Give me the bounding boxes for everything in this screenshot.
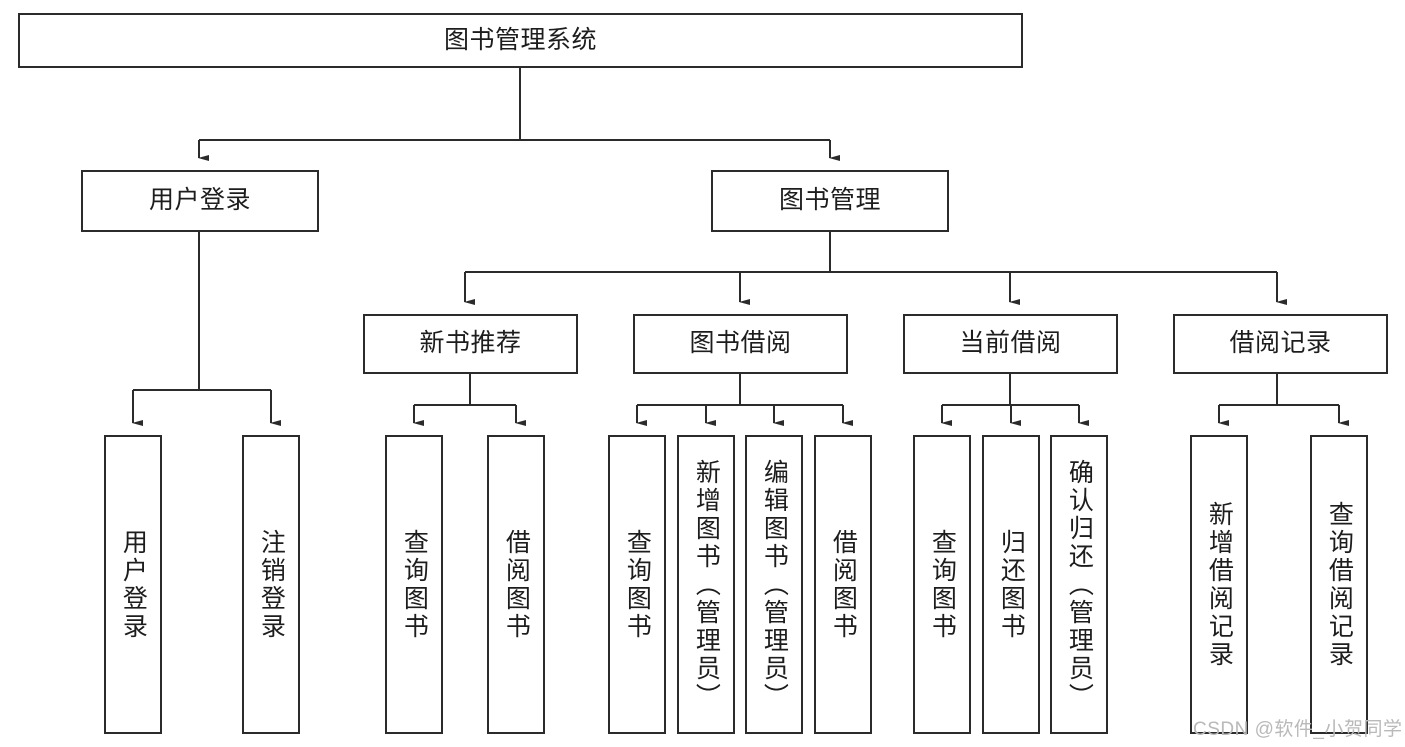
node-label: 图书借阅 — [689, 329, 792, 358]
node-label: 确认归还（管理员） — [1065, 458, 1094, 711]
node-label: 注销登录 — [257, 528, 286, 641]
node-label: 图书管理系统 — [443, 25, 597, 54]
leaf-user-login[interactable]: 用户登录 — [104, 435, 162, 734]
node-label: 图书管理 — [778, 186, 881, 215]
leaf-borrow-borrow-book[interactable]: 借阅图书 — [814, 435, 872, 734]
node-root-system[interactable]: 图书管理系统 — [18, 13, 1023, 68]
node-label: 用户登录 — [148, 186, 251, 215]
leaf-user-logout[interactable]: 注销登录 — [242, 435, 300, 734]
node-label: 借阅图书 — [829, 528, 858, 641]
leaf-current-return-book[interactable]: 归还图书 — [982, 435, 1040, 734]
leaf-recommend-query-book[interactable]: 查询图书 — [385, 435, 443, 734]
leaf-recommend-borrow-book[interactable]: 借阅图书 — [487, 435, 545, 734]
leaf-record-add-borrow-record[interactable]: 新增借阅记录 — [1190, 435, 1248, 734]
node-label: 新增图书（管理员） — [692, 458, 721, 711]
node-book-borrow[interactable]: 图书借阅 — [633, 314, 848, 374]
leaf-borrow-query-book[interactable]: 查询图书 — [608, 435, 666, 734]
node-current-borrow[interactable]: 当前借阅 — [903, 314, 1118, 374]
node-label: 新增借阅记录 — [1205, 500, 1234, 669]
leaf-current-query-book[interactable]: 查询图书 — [913, 435, 971, 734]
node-label: 编辑图书（管理员） — [760, 458, 789, 711]
leaf-borrow-edit-book-admin[interactable]: 编辑图书（管理员） — [745, 435, 803, 734]
leaf-current-confirm-return-admin[interactable]: 确认归还（管理员） — [1050, 435, 1108, 734]
leaf-record-query-borrow-record[interactable]: 查询借阅记录 — [1310, 435, 1368, 734]
node-label: 当前借阅 — [959, 329, 1062, 358]
node-label: 用户登录 — [119, 528, 148, 641]
leaf-borrow-add-book-admin[interactable]: 新增图书（管理员） — [677, 435, 735, 734]
node-borrow-record[interactable]: 借阅记录 — [1173, 314, 1388, 374]
node-label: 查询图书 — [928, 528, 957, 641]
node-user-login[interactable]: 用户登录 — [81, 170, 319, 232]
node-label: 查询借阅记录 — [1325, 500, 1354, 669]
node-new-book-recommend[interactable]: 新书推荐 — [363, 314, 578, 374]
node-book-manage[interactable]: 图书管理 — [711, 170, 949, 232]
node-label: 新书推荐 — [419, 329, 522, 358]
node-label: 查询图书 — [400, 528, 429, 641]
node-label: 借阅图书 — [502, 528, 531, 641]
node-label: 借阅记录 — [1229, 329, 1332, 358]
node-label: 查询图书 — [623, 528, 652, 641]
node-label: 归还图书 — [997, 528, 1026, 641]
